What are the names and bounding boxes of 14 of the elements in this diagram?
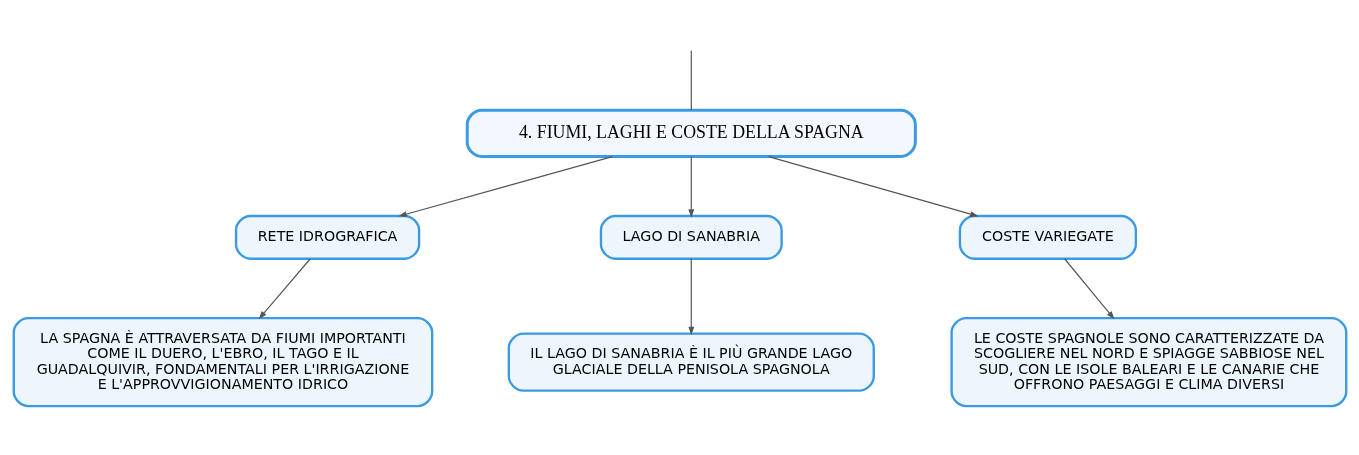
arrow	[767, 155, 978, 217]
node-box: IL LAGO DI SANABRIA È IL PIÙ GRANDE LAGO GLACIALE DELLA PENISOLA SPAGNOLA	[507, 331, 875, 392]
connector	[690, 49, 692, 111]
node-box: LAGO DI SANABRIA	[599, 214, 783, 260]
arrow	[258, 257, 311, 319]
node-box: COSTE VARIEGATE	[958, 214, 1137, 260]
arrow	[687, 155, 694, 218]
arrow	[397, 155, 613, 217]
arrow	[1063, 257, 1114, 319]
node-box: LE COSTE SPAGNOLE SONO CARATTERIZZATE DA SCOGLIERE NEL NORD E SPIAGGE SABBIOSE NEL SUD, CON LE ISOLE BALEARI E LE CANARIE CHE OFFRONO PAESAGGI E CLIMA DIVERSI	[949, 316, 1347, 407]
node-box: LA SPAGNA È ATTRAVERSATA DA FIUMI IMPORTANTI COME IL DUERO, L'EBRO, IL TAGO E IL GUADALQUIVIR, FONDAMENTALI PER L'IRRIGAZIONE E L'APPROVVIGIONAMENTO IDRICO	[12, 316, 433, 407]
node-box: 4. FIUMI, LAGHI E COSTE DELLA SPAGNA	[465, 108, 917, 158]
arrow	[687, 257, 694, 335]
node-box: RETE IDROGRAFICA	[234, 214, 420, 260]
